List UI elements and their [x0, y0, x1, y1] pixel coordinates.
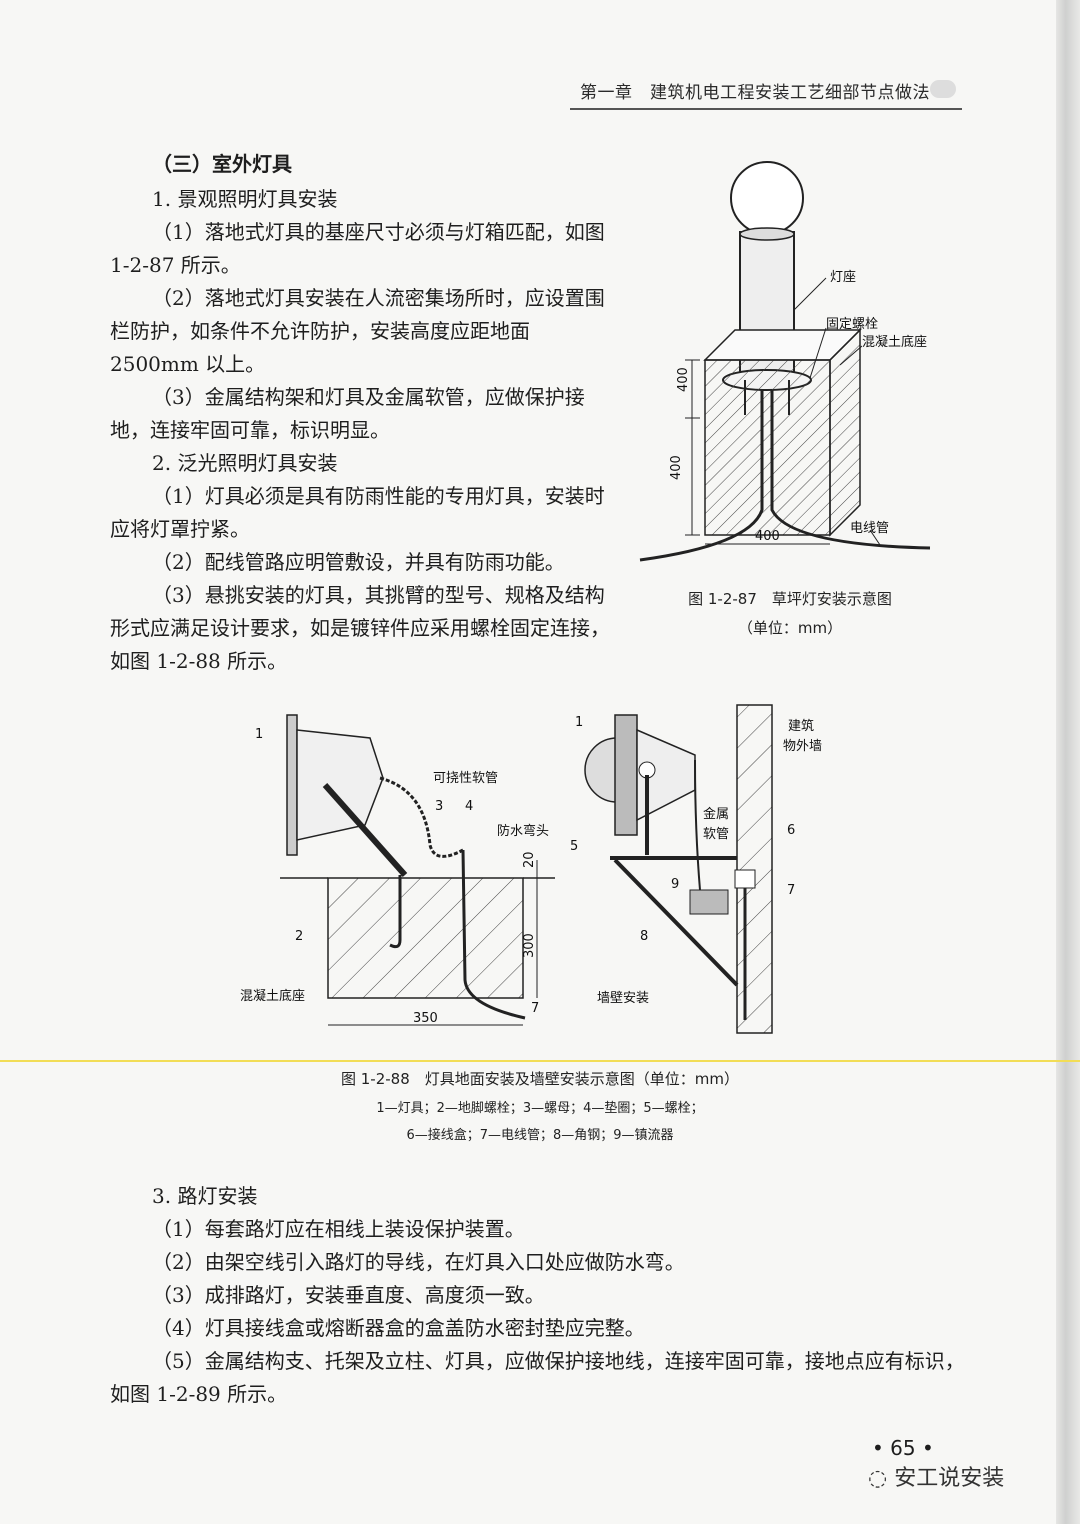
header-title: 第一章 建筑机电工程安装工艺细部节点做法: [580, 83, 930, 103]
label-8: 8: [640, 929, 648, 944]
conduit-left: [639, 390, 764, 562]
label-9: 9: [671, 877, 679, 892]
paragraph: （1）每套路灯应在相线上装设保护装置。: [152, 1217, 525, 1241]
paragraph: （1）落地式灯具的基座尺寸必须与灯箱匹配，如图 1-2-87 所示。: [110, 220, 605, 277]
running-header: 第一章 建筑机电工程安装工艺细部节点做法: [570, 78, 962, 110]
paragraph: （4）灯具接线盒或熔断器盒的盒盖防水密封垫应完整。: [152, 1316, 645, 1340]
figure-88-legend-2: 6—接线盒；7—电线管；8—角钢；9—镇流器: [406, 1128, 674, 1143]
label-concrete-base-left: 混凝土底座: [240, 988, 305, 1004]
label-conduit: 电线管: [850, 521, 889, 536]
dim-bottom: 400: [755, 529, 780, 544]
subsection-title-street: 3. 路灯安装: [152, 1184, 258, 1208]
watermark: ◌ 安工说安装: [868, 1460, 1004, 1492]
subsection-title-flood: 2. 泛光照明灯具安装: [152, 451, 338, 475]
section-heading: （三）室外灯具: [152, 152, 292, 176]
section-landscape-flood: （三）室外灯具 1. 景观照明灯具安装 （1）落地式灯具的基座尺寸必须与灯箱匹配…: [110, 146, 620, 678]
concrete-base-left: [327, 877, 524, 999]
label-wall: 建筑: [788, 718, 814, 734]
paragraph: （3）悬挑安装的灯具，其挑臂的型号、规格及结构形式应满足设计要求，如是镀锌件应采…: [110, 583, 610, 673]
subsection-title-landscape: 1. 景观照明灯具安装: [152, 187, 338, 211]
label-flexible-hose: 可挠性软管: [433, 771, 498, 786]
section-street-lights: 3. 路灯安装 （1）每套路灯应在相线上装设保护装置。 （2）由架空线引入路灯的…: [110, 1180, 970, 1411]
figure-1-2-88: 1 可挠性软管 3 4 防水弯头 2 混凝土底座 7 20 300 350 1 …: [240, 704, 822, 1034]
label-metal-hose-2: 软管: [703, 827, 729, 842]
paragraph: （1）灯具必须是具有防雨性能的专用灯具，安装时应将灯罩拧紧。: [110, 484, 605, 541]
label-1-left: 1: [255, 727, 263, 742]
header-rule: [570, 108, 962, 110]
label-2: 2: [295, 929, 303, 944]
label-6: 6: [787, 823, 795, 838]
header-decoration: [930, 80, 956, 98]
dim-350: 350: [413, 1011, 438, 1026]
label-concrete-base: 混凝土底座: [862, 334, 927, 350]
label-7-left: 7: [531, 1001, 539, 1016]
paragraph: （3）成排路灯，安装垂直度、高度须一致。: [152, 1283, 545, 1307]
floodlight-lens: [286, 714, 298, 856]
highlight-rule: [0, 1060, 1080, 1062]
label-lamp-base: 灯座: [830, 270, 856, 285]
conduit-right: [770, 390, 931, 550]
watermark-text: 安工说安装: [894, 1466, 1005, 1491]
figure-87-title: 图 1-2-87 草坪灯安装示意图: [688, 590, 892, 608]
dim-300: 300: [522, 933, 537, 958]
paragraph: （2）由架空线引入路灯的导线，在灯具入口处应做防水弯。: [152, 1250, 685, 1274]
figure-87-caption: 图 1-2-87 草坪灯安装示意图 （单位：mm）: [640, 588, 940, 638]
concrete-base: [704, 359, 831, 536]
label-7-right: 7: [787, 883, 795, 898]
dim-20: 20: [522, 851, 537, 868]
lamp-globe: [730, 161, 804, 235]
label-metal-hose-1: 金属: [703, 806, 729, 822]
wechat-icon: ◌: [868, 1466, 888, 1491]
label-fixing-bolt: 固定螺栓: [826, 317, 878, 332]
label-1-right: 1: [575, 715, 583, 730]
label-waterproof-elbow: 防水弯头: [497, 823, 549, 839]
label-wall-2: 物外墙: [783, 739, 822, 754]
dim-side: 400: [669, 455, 684, 480]
figure-88-legend-1: 1—灯具；2—地脚螺栓；3—螺母；4—垫圈；5—螺栓；: [376, 1101, 704, 1116]
page-number: • 65 •: [872, 1436, 934, 1460]
paragraph: （5）金属结构支、托架及立柱、灯具，应做保护接地线，连接牢固可靠，接地点应有标识…: [110, 1349, 965, 1406]
figure-87-unit: （单位：mm）: [737, 619, 843, 637]
figure-88-title: 图 1-2-88 灯具地面安装及墙壁安装示意图（单位：mm）: [341, 1070, 739, 1088]
paragraph: （2）配线管路应明管敷设，并具有防雨功能。: [152, 550, 565, 574]
label-3: 3: [435, 799, 443, 814]
figure-88-caption: 图 1-2-88 灯具地面安装及墙壁安装示意图（单位：mm） 1—灯具；2—地脚…: [180, 1068, 900, 1143]
label-wall-mount: 墙壁安装: [597, 991, 649, 1006]
label-5: 5: [570, 839, 578, 854]
floodlight-body: [296, 729, 384, 841]
dim-top: 400: [676, 367, 691, 392]
paragraph: （3）金属结构架和灯具及金属软管，应做保护接地，连接牢固可靠，标识明显。: [110, 385, 585, 442]
building-wall: [736, 704, 773, 1034]
figure-1-2-87: 灯座 固定螺栓 混凝土底座 电线管 400 400 400: [639, 161, 931, 562]
page-edge: [1056, 0, 1080, 1524]
paragraph: （2）落地式灯具安装在人流密集场所时，应设置围栏防护，如条件不允许防护，安装高度…: [110, 286, 605, 376]
ballast: [689, 889, 729, 915]
label-4: 4: [465, 799, 473, 814]
